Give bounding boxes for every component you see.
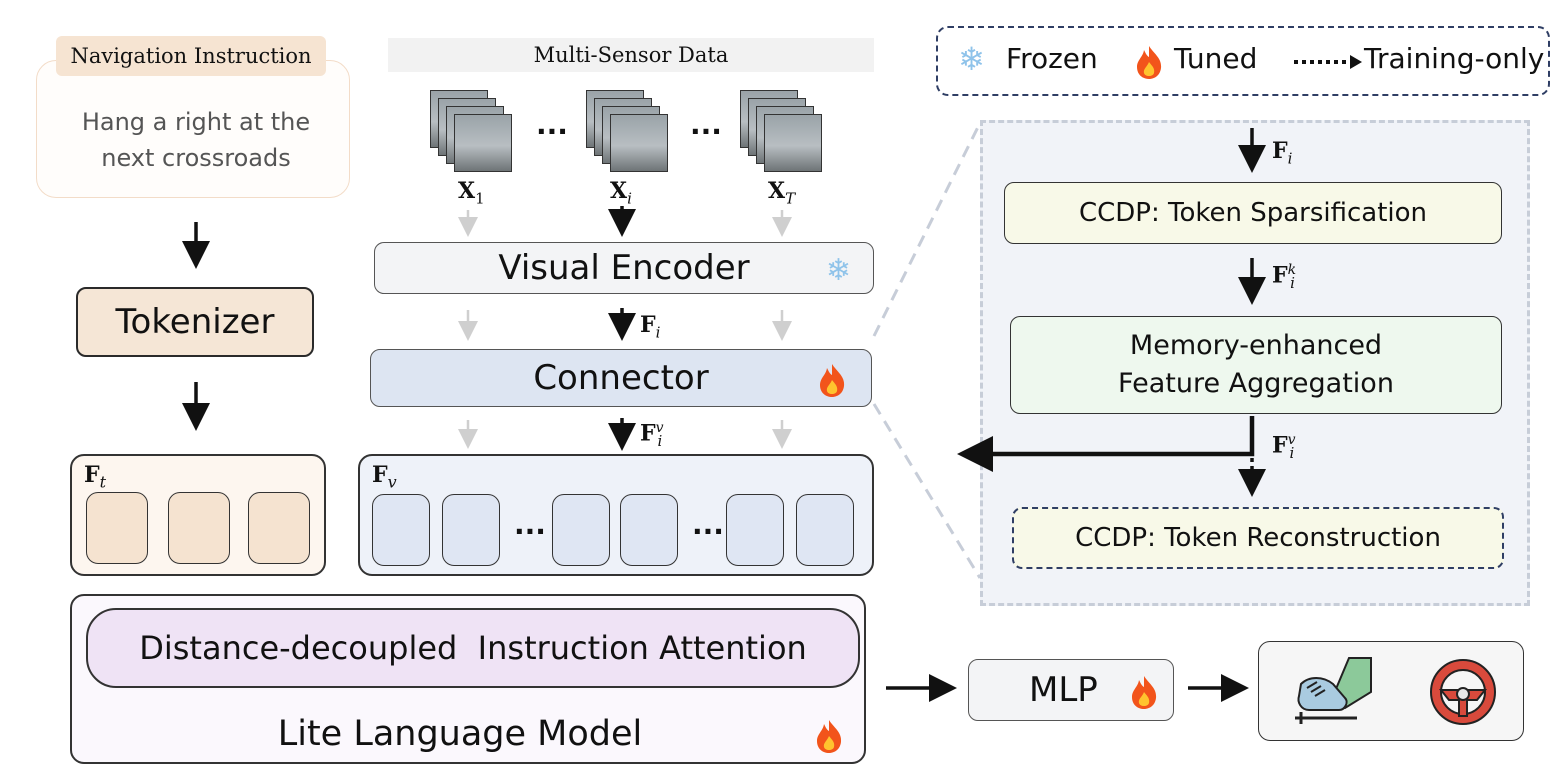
frame-label-1: X1 [458, 178, 485, 208]
frame-label-i: Xi [610, 178, 632, 208]
visual-token [620, 494, 678, 566]
memory-aggregation-line-1: Memory-enhanced [1129, 330, 1383, 361]
text-token [86, 492, 148, 564]
lite-language-model-label: Lite Language Model [277, 714, 643, 754]
mlp-block: MLP [968, 659, 1174, 721]
navigation-instruction-text: Hang a right at the next crossroads [46, 104, 346, 184]
legend-frozen: Frozen [1006, 42, 1098, 75]
feature-label-fi: Fi [1272, 138, 1293, 168]
feature-label-fiv: Fvi [640, 420, 664, 450]
feature-label-fi: Fi [640, 312, 661, 342]
memory-aggregation-line-2: Feature Aggregation [1118, 368, 1394, 399]
flame-icon [817, 720, 842, 753]
memory-aggregation-block: Memory-enhanced Feature Aggregation [1010, 316, 1502, 414]
frame-stack-T [736, 86, 828, 174]
text-token [168, 492, 230, 564]
frame-ellipsis: ... [690, 108, 722, 141]
legend-tuned: Tuned [1174, 42, 1258, 75]
instruction-line-2: next crossroads [101, 144, 291, 172]
visual-token [552, 494, 610, 566]
feature-label-fik: Fki [1272, 262, 1297, 292]
navigation-instruction-box [36, 60, 350, 198]
legend-training-only: Training-only [1364, 42, 1545, 75]
mlp-label: MLP [1029, 670, 1098, 710]
token-sparsification-block: CCDP: Token Sparsification [1004, 182, 1502, 244]
visual-token-label: Fv [372, 462, 397, 492]
connector-block: Connector [370, 349, 872, 407]
visual-token [442, 494, 500, 566]
frame-stack-i [582, 86, 674, 174]
visual-token-box: Fv ... ... [358, 454, 874, 576]
visual-token-ellipsis: ... [692, 508, 724, 541]
text-token [248, 492, 310, 564]
flame-icon [820, 364, 845, 397]
action-output-box [1258, 641, 1524, 741]
instruction-line-1: Hang a right at the [81, 108, 311, 136]
snowflake-icon: ❄ [825, 253, 851, 288]
visual-encoder-block: Visual Encoder ❄ [374, 242, 874, 294]
tokenizer-block: Tokenizer [76, 287, 314, 357]
token-reconstruction-block: CCDP: Token Reconstruction [1012, 507, 1504, 569]
frame-stack-1 [426, 86, 518, 174]
text-token-box: Ft [70, 454, 326, 576]
distance-decoupled-attention-block: Distance-decoupled Instruction Attention [86, 608, 860, 688]
flame-icon [1132, 676, 1157, 709]
token-reconstruction-label: CCDP: Token Reconstruction [1075, 523, 1441, 553]
flame-icon [1137, 46, 1162, 79]
distance-decoupled-attention-label: Distance-decoupled Instruction Attention [139, 629, 807, 667]
legend: ❄ Frozen Tuned Training-only [936, 26, 1550, 96]
visual-token [372, 494, 430, 566]
dotted-arrow-icon [1294, 55, 1362, 69]
visual-token [726, 494, 784, 566]
tokenizer-label: Tokenizer [115, 302, 275, 342]
connector-label: Connector [533, 358, 709, 398]
frame-ellipsis: ... [536, 108, 568, 141]
steering-wheel-icon [1430, 659, 1496, 725]
text-token-label: Ft [84, 462, 107, 492]
navigation-instruction-title: Navigation Instruction [56, 36, 326, 76]
frame-label-T: XT [768, 178, 796, 208]
token-sparsification-label: CCDP: Token Sparsification [1078, 198, 1428, 228]
feature-label-fiv: Fvi [1272, 432, 1296, 462]
visual-token-ellipsis: ... [514, 508, 546, 541]
snowflake-icon: ❄ [958, 40, 985, 78]
pedal-icon [1295, 657, 1372, 724]
visual-token [796, 494, 854, 566]
visual-encoder-label: Visual Encoder [498, 248, 750, 288]
multi-sensor-title: Multi-Sensor Data [388, 38, 874, 72]
